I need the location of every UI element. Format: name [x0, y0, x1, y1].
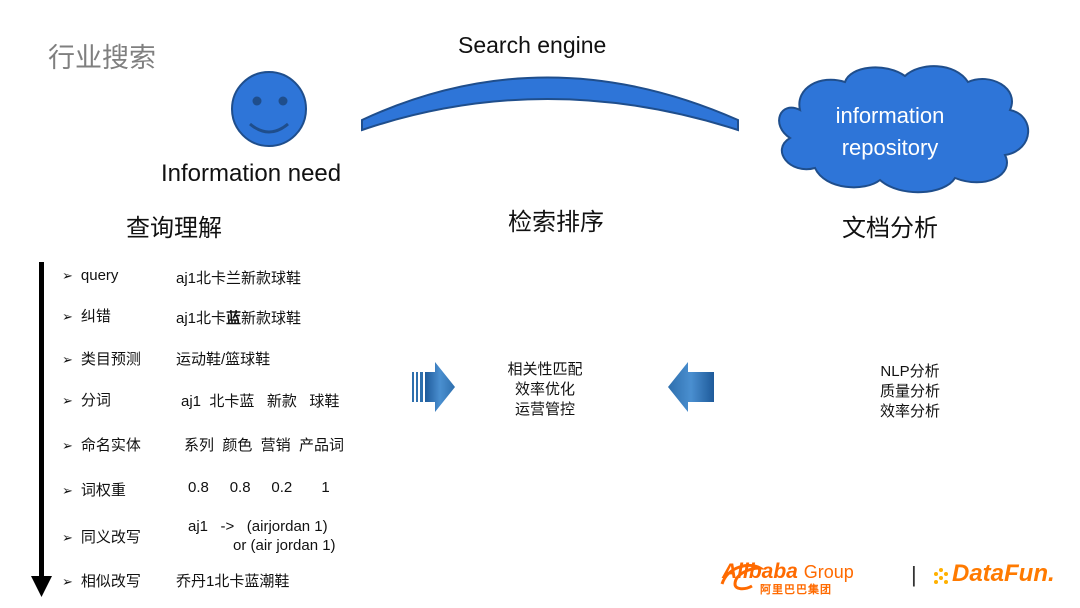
datafun-logo: DataFun. [952, 560, 1055, 587]
row-value-synonym-2: or (air jordan 1) [233, 537, 336, 554]
row-label-correction: ➢纠错 [62, 308, 111, 325]
information-need-label: Information need [161, 160, 342, 187]
doc-analysis-list: NLP分析 质量分析 效率分析 [850, 362, 970, 422]
row-value-ner: 系列 颜色 营销 产品词 [184, 437, 345, 454]
row-label-synonym: ➢同义改写 [62, 529, 141, 546]
smiley-face-icon [231, 71, 307, 147]
ranking-item: 相关性匹配 [507, 361, 583, 378]
row-label-ner: ➢命名实体 [62, 437, 141, 454]
row-label-term-weight: ➢词权重 [62, 482, 126, 499]
repository-line-2: repository [841, 135, 939, 160]
repository-label: information repository [790, 100, 990, 164]
search-engine-label: Search engine [458, 32, 607, 58]
doc-analysis-item: NLP分析 [880, 363, 940, 380]
ranking-list: 相关性匹配 效率优化 运营管控 [470, 360, 620, 420]
slide-title: 行业搜索 [48, 43, 156, 73]
flow-down-arrow [31, 262, 52, 597]
header-ranking: 检索排序 [508, 209, 604, 236]
row-value-segmentation: aj1 北卡蓝 新款 球鞋 [181, 393, 340, 410]
row-label-segmentation: ➢分词 [62, 392, 111, 409]
row-label-category: ➢类目预测 [62, 351, 141, 368]
ranking-item: 效率优化 [514, 381, 575, 398]
left-block-arrow [668, 362, 714, 412]
row-value-category: 运动鞋/篮球鞋 [176, 351, 271, 368]
row-value-correction: aj1北卡蓝新款球鞋 [176, 310, 302, 327]
logo-separator: | [911, 562, 917, 587]
row-value-query: aj1北卡兰新款球鞋 [176, 270, 302, 287]
row-label-query: ➢query [62, 267, 119, 284]
row-label-similar: ➢相似改写 [62, 573, 141, 590]
ranking-item: 运营管控 [514, 401, 575, 418]
row-value-similar: 乔丹1北卡蓝潮鞋 [176, 573, 290, 590]
header-doc-analysis: 文档分析 [842, 215, 938, 242]
row-value-term-weight: 0.8 0.8 0.2 1 [188, 479, 330, 496]
search-engine-arch [361, 76, 739, 132]
alibaba-logo-cn: 阿里巴巴集团 [760, 584, 832, 596]
doc-analysis-item: 效率分析 [879, 403, 940, 420]
repository-cloud [778, 65, 1030, 194]
alibaba-logo-icon [720, 563, 766, 591]
repository-line-1: information [835, 103, 945, 128]
row-value-synonym: aj1 -> (airjordan 1) [188, 518, 328, 535]
alibaba-logo: Alibaba Group [722, 560, 854, 583]
doc-analysis-item: 质量分析 [879, 383, 940, 400]
right-block-arrow [412, 362, 455, 412]
datafun-dots-icon [934, 568, 948, 584]
header-query-understanding: 查询理解 [126, 215, 222, 242]
corrected-char: 蓝 [226, 310, 242, 327]
